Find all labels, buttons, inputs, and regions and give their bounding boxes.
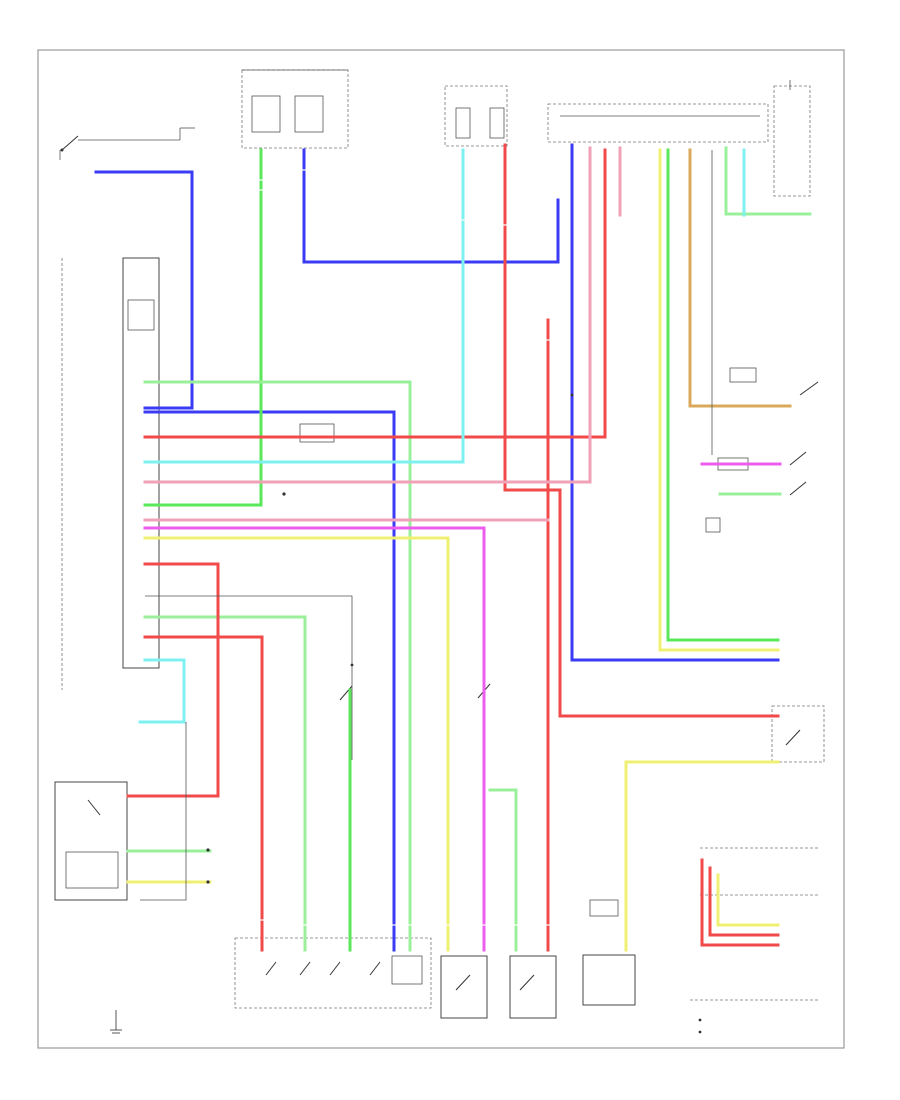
bottom-right-connector [690,999,820,1034]
door-courtesy-switch-left [440,955,488,1019]
steering-lock-connector [582,899,636,1006]
wire-break-marks [258,169,551,926]
wires [94,143,812,952]
middle-relay-a [339,665,353,760]
wire-yellow-2 [658,148,780,652]
right-lower-connector [700,847,820,896]
wire-blue-4 [570,143,780,662]
wire-red-1 [143,148,607,439]
wire-yellow-4 [716,873,780,927]
front-door-lock-assembly [234,937,432,1009]
middle-inline-connector [299,423,335,443]
wire-magenta-1 [143,526,486,952]
top-right-connector [547,103,769,143]
wire-green-2 [143,380,412,952]
junction-dots [206,393,574,884]
top-right-fuse [773,80,811,197]
wire-yellow-3 [624,760,780,952]
wire-red-3 [143,635,264,952]
wire-blue-1 [94,170,194,410]
wire-green-6 [488,788,518,952]
wire-yellow-1 [143,536,450,952]
wire-green-4 [666,148,780,642]
wire-green-1 [143,148,263,507]
wire-red-6 [700,858,780,947]
wire-blue-2 [302,148,560,264]
wire-red-2 [126,562,220,798]
diagram-frame [37,49,845,1049]
wire-red-7 [708,866,780,937]
top-junction-block [241,69,349,149]
right-relay-box [771,705,825,763]
wire-tan-1 [688,148,792,408]
top-center-fuse [444,85,508,147]
wire-green-5 [724,146,812,216]
wire-red-5 [503,143,780,718]
wire-blue-3 [143,410,396,952]
wire-lightblue-2 [138,658,186,724]
wire-gray-3 [140,722,187,901]
door-control-switch [59,127,195,160]
wire-pink-1 [143,146,592,484]
wire-gray-1 [145,595,353,665]
wire-green-3 [143,615,307,952]
main-ecu-block [61,257,160,690]
door-courtesy-switch-right [509,955,557,1019]
wire-lightblue-1 [143,148,465,464]
ground-left [110,1010,122,1034]
